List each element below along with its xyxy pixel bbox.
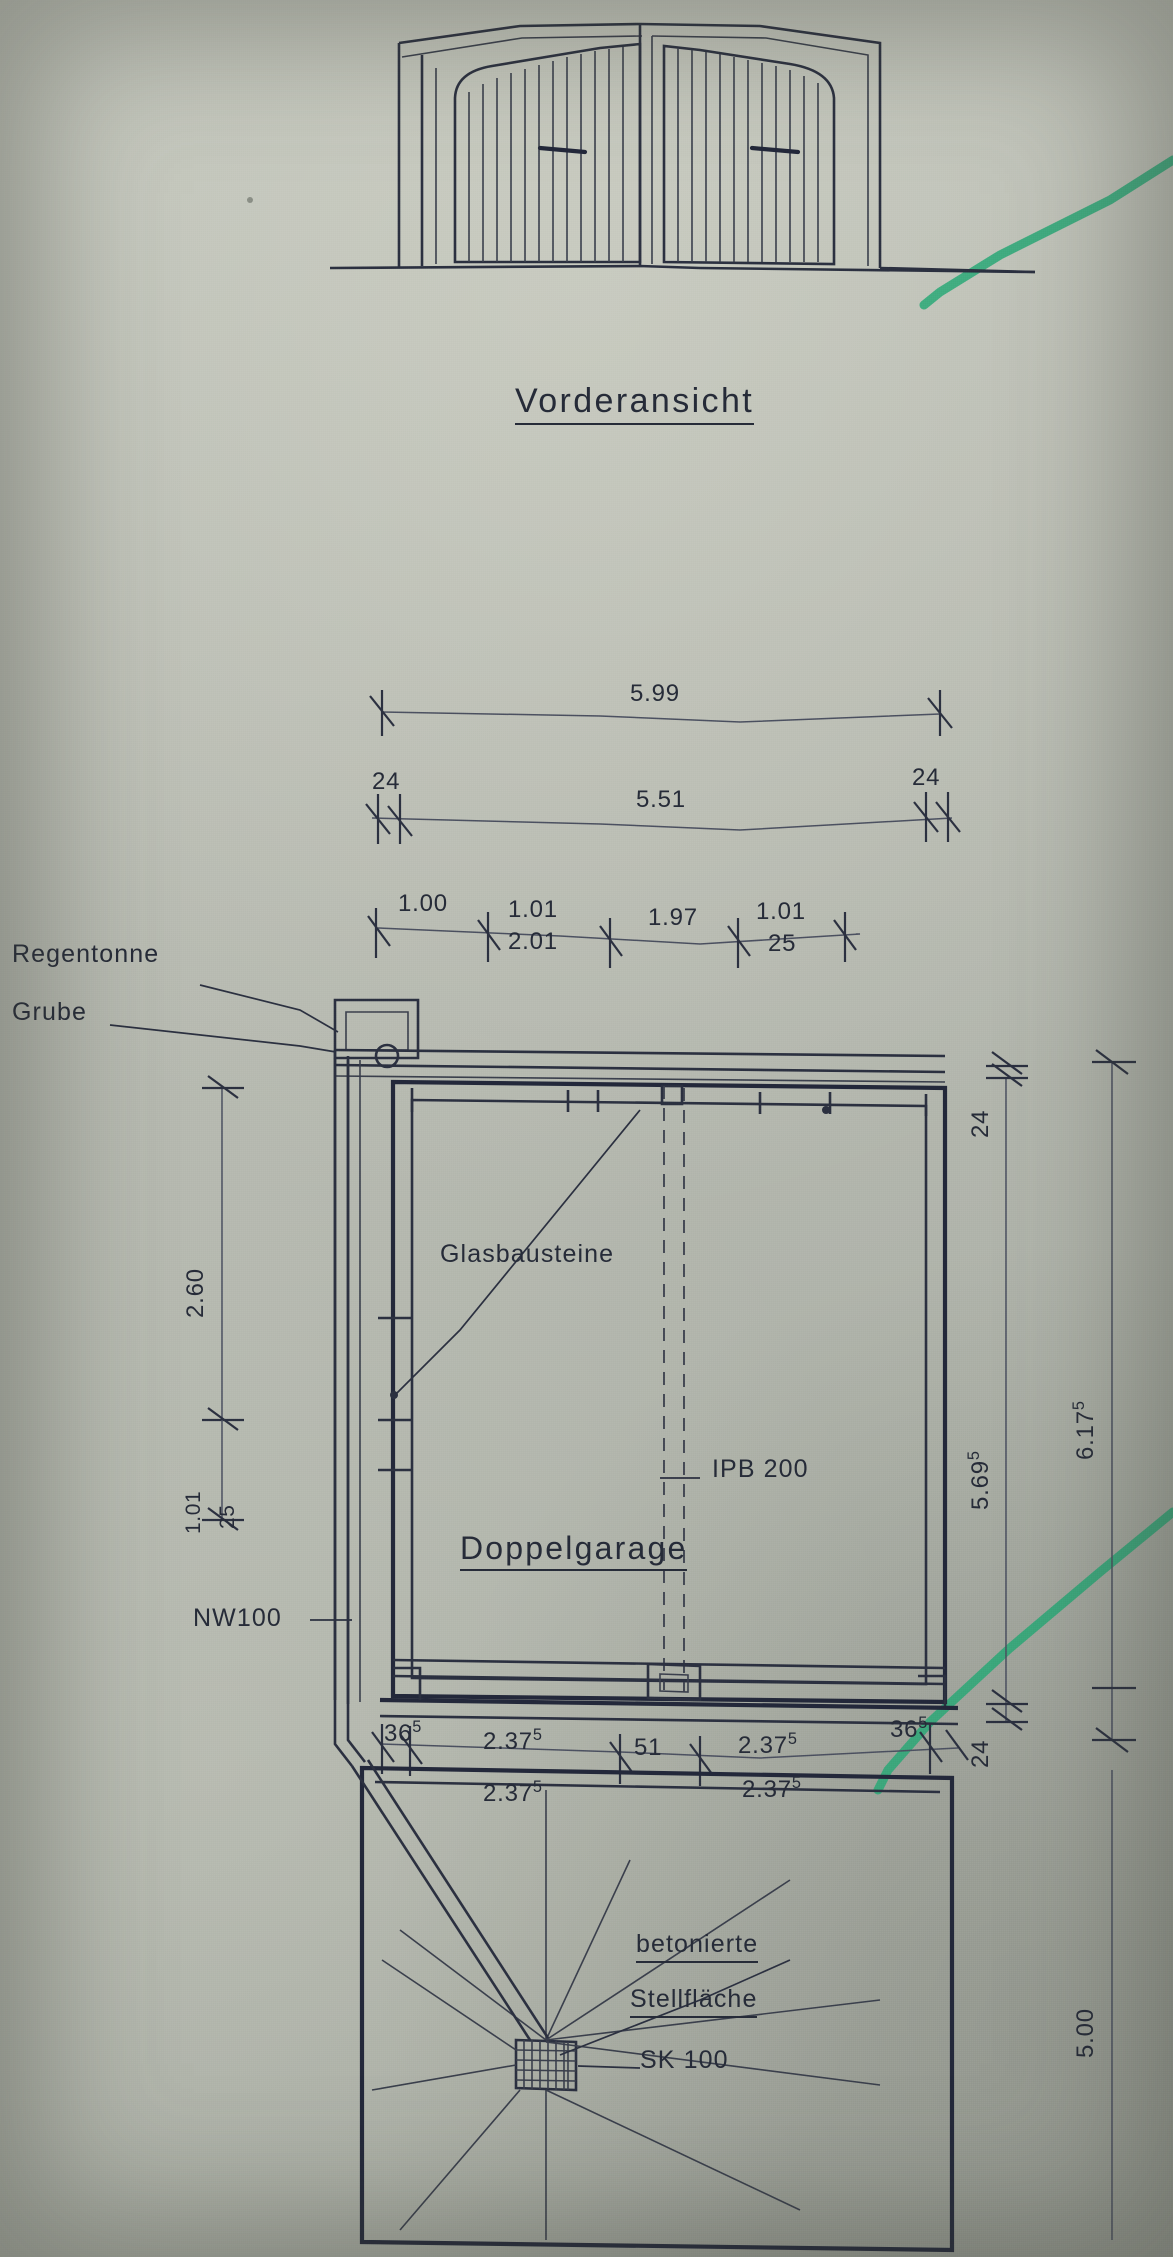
label-ipb-200: IPB 200 xyxy=(712,1455,809,1483)
plan-garage xyxy=(109,984,959,1767)
dimension-bottom-bay-right: 2.375 xyxy=(738,1730,798,1759)
dimension-right-inner-sup: 5 xyxy=(965,1450,983,1461)
dimension-right-wall-bottom: 24 xyxy=(967,1739,994,1768)
dimension-left-sub-top: 1.01 xyxy=(182,1490,205,1534)
dimension-chain-2: 1.01 xyxy=(508,896,558,923)
dimension-wall-right: 24 xyxy=(912,764,941,791)
front-elevation-drawing xyxy=(247,22,1036,274)
dimension-row-top xyxy=(369,690,953,736)
sump-symbol xyxy=(514,2038,578,2092)
right-vertical-dimensions xyxy=(986,1049,1136,2240)
dimension-top-overall: 5.99 xyxy=(630,680,680,707)
dimension-left-sub-bottom: 25 xyxy=(216,1504,239,1529)
dimension-right-inner-value: 5.69 xyxy=(967,1460,994,1510)
elevation-title: Vorderansicht xyxy=(515,382,755,425)
dimension-left-main: 2.60 xyxy=(182,1268,209,1318)
dimension-bottom-left-corner: 365 xyxy=(384,1718,423,1747)
label-grube: Grube xyxy=(12,998,87,1026)
label-regentonne: Regentonne xyxy=(12,940,160,968)
dimension-bottom-second-left: 2.375 xyxy=(483,1778,543,1807)
dimension-second-overall: 5.51 xyxy=(636,786,686,813)
label-sk-100: SK 100 xyxy=(640,2046,729,2074)
dimension-bottom-second-right: 2.375 xyxy=(742,1774,802,1803)
dimension-chain-3: 1.97 xyxy=(648,904,698,931)
dimension-apron: 5.00 xyxy=(1072,2008,1099,2058)
highlighter-marks xyxy=(873,155,1173,1795)
dimension-right-wall-top: 24 xyxy=(967,1109,994,1138)
label-stellflaeche: Stellfläche xyxy=(630,1985,758,2018)
label-nw100: NW100 xyxy=(193,1604,282,1632)
dimension-row-second xyxy=(365,792,961,844)
dimension-wall-left: 24 xyxy=(372,768,401,795)
plan-paved-apron xyxy=(350,1759,955,2253)
left-vertical-dimensions xyxy=(202,1075,244,1531)
dimension-right-outer: 6.175 xyxy=(1070,1400,1100,1460)
dimension-chain-4: 1.01 xyxy=(756,898,806,925)
dimension-row-chain xyxy=(367,908,861,968)
dimension-right-inner: 5.695 xyxy=(965,1450,995,1510)
plan-title: Doppelgarage xyxy=(460,1530,688,1571)
dimension-right-outer-value: 6.17 xyxy=(1072,1410,1099,1460)
dimension-chain-1: 1.00 xyxy=(398,890,448,917)
dimension-bottom-bay-left: 2.375 xyxy=(483,1726,543,1755)
label-betonierte: betonierte xyxy=(636,1930,759,1963)
dimension-right-outer-sup: 5 xyxy=(1070,1400,1088,1411)
bottom-dimension-chain xyxy=(371,1724,969,1786)
label-glasbausteine: Glasbausteine xyxy=(440,1240,615,1268)
dimension-bottom-center: 51 xyxy=(634,1734,663,1761)
dimension-bottom-right-corner: 365 xyxy=(890,1714,929,1743)
dimension-chain-4-below: 25 xyxy=(768,930,797,957)
dimension-chain-2-below: 2.01 xyxy=(508,928,558,955)
